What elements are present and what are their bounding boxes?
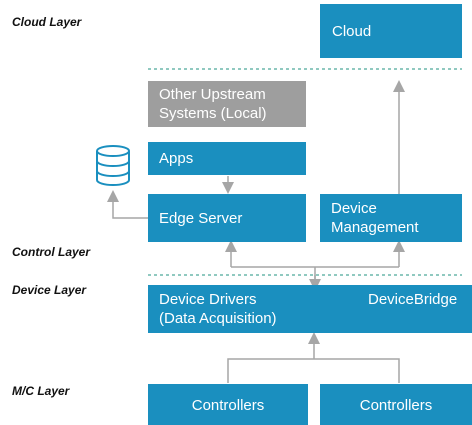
device-drivers-line1: Device Drivers — [159, 291, 257, 308]
other-upstream-line1: Other Upstream — [159, 86, 266, 103]
edge-server-label: Edge Server — [159, 210, 243, 227]
device-layer-label: Device Layer — [12, 283, 87, 297]
controllers-right-label: Controllers — [359, 397, 433, 414]
control-layer-label: Control Layer — [12, 245, 91, 259]
device-drivers-line2: (Data Acquisition) — [159, 310, 277, 327]
apps-label: Apps — [159, 150, 194, 167]
device-management-box[interactable]: Device Management — [320, 194, 462, 242]
apps-box[interactable]: Apps — [148, 142, 306, 175]
device-management-line2: Management — [331, 219, 419, 236]
cloud-box[interactable]: Cloud — [320, 4, 462, 58]
arrow-edge-database — [107, 190, 148, 219]
controllers-right-box[interactable]: Controllers — [320, 384, 472, 425]
controllers-left-box[interactable]: Controllers — [148, 384, 308, 425]
edge-server-box[interactable]: Edge Server — [148, 194, 306, 242]
connector-controllers — [227, 358, 400, 383]
database-icon — [96, 145, 130, 186]
other-upstream-systems-box[interactable]: Other Upstream Systems (Local) — [148, 81, 306, 127]
mc-layer-label: M/C Layer — [12, 384, 70, 398]
other-upstream-line2: Systems (Local) — [159, 105, 267, 122]
device-bridge-label: DeviceBridge — [368, 291, 458, 308]
cloud-label: Cloud — [332, 23, 372, 40]
device-drivers-box[interactable]: Device Drivers (Data Acquisition) Device… — [148, 285, 472, 333]
controllers-left-label: Controllers — [191, 397, 265, 414]
cloud-layer-label: Cloud Layer — [12, 15, 82, 29]
device-management-line1: Device — [331, 200, 377, 217]
